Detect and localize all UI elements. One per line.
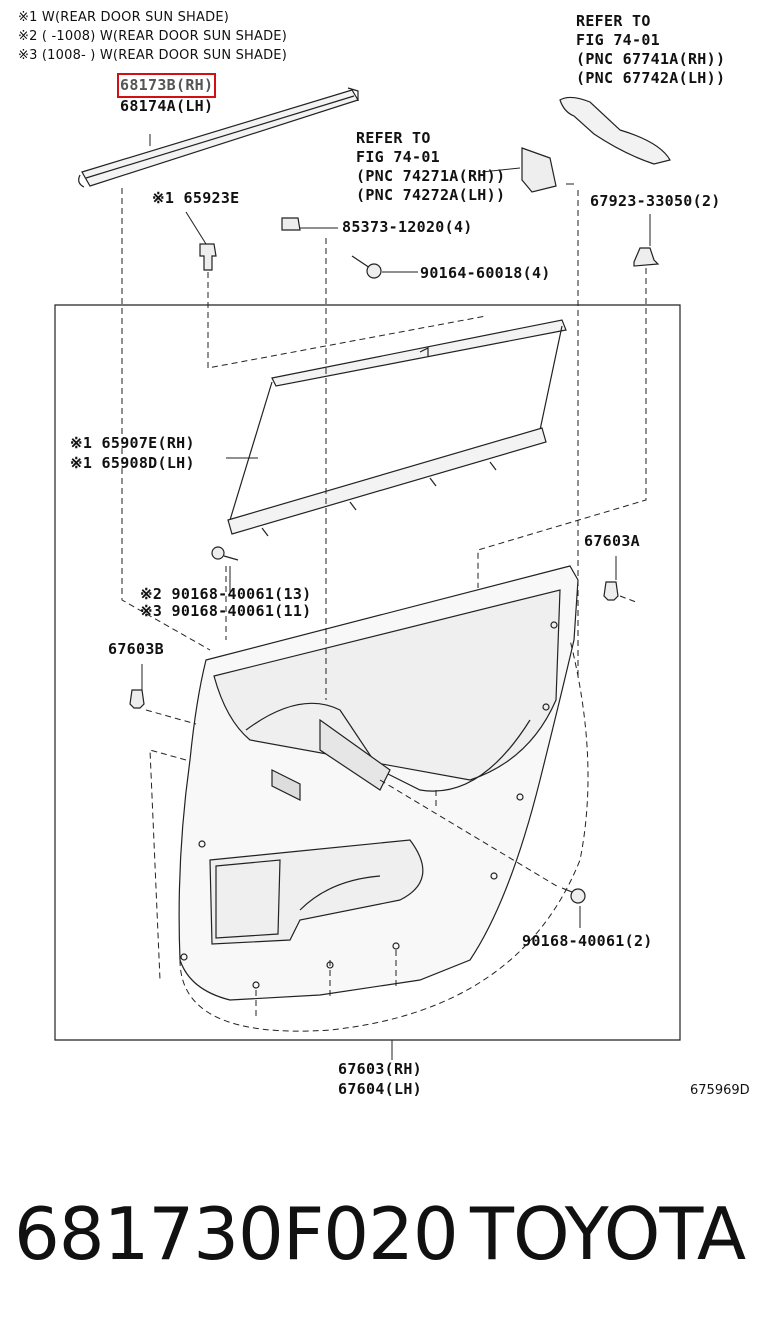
- refer-mid-1: REFER TO: [356, 129, 431, 147]
- part-67603[interactable]: 67603(RH): [338, 1060, 422, 1078]
- refer-right-2: FIG 74-01: [576, 31, 660, 49]
- refer-right-4[interactable]: (PNC 67742A(LH)): [576, 69, 726, 87]
- part-90164[interactable]: 90164-60018(4): [420, 264, 551, 282]
- bezel-67741a: [559, 96, 671, 165]
- sun-shade: [271, 319, 567, 387]
- part-68174a[interactable]: 68174A(LH): [120, 97, 214, 115]
- part-number-title: 681730F020: [14, 1192, 459, 1276]
- refer-right-1: REFER TO: [576, 12, 651, 30]
- part-90168-13[interactable]: ※2 90168-40061(13): [140, 585, 312, 603]
- refer-mid-2: FIG 74-01: [356, 148, 440, 166]
- part-68173b-highlighted[interactable]: 68173B(RH): [116, 73, 217, 98]
- part-67603a[interactable]: 67603A: [584, 532, 640, 550]
- part-65907e[interactable]: ※1 65907E(RH): [70, 434, 195, 452]
- refer-mid-4[interactable]: (PNC 74272A(LH)): [356, 186, 506, 204]
- part-67604[interactable]: 67604(LH): [338, 1080, 422, 1098]
- bracket-74271a: [521, 147, 557, 193]
- brand-title: TOYOTA: [470, 1192, 746, 1276]
- part-67923[interactable]: 67923-33050(2): [590, 192, 721, 210]
- panel-frame: [54, 304, 681, 1041]
- part-65923e[interactable]: ※1 65923E: [152, 189, 240, 207]
- screw-90164: [351, 255, 371, 269]
- part-65908d[interactable]: ※1 65908D(LH): [70, 454, 195, 472]
- figure-code: 675969D: [690, 1083, 750, 1098]
- clip-85373: [281, 217, 301, 231]
- part-90168-11[interactable]: ※3 90168-40061(11): [140, 602, 312, 620]
- note-3: ※3 (1008- ) W(REAR DOOR SUN SHADE): [18, 48, 287, 63]
- part-67603b[interactable]: 67603B: [108, 640, 164, 658]
- part-90168-2[interactable]: 90168-40061(2): [522, 932, 653, 950]
- refer-right-3[interactable]: (PNC 67741A(RH)): [576, 50, 726, 68]
- part-85373[interactable]: 85373-12020(4): [342, 218, 473, 236]
- refer-mid-3[interactable]: (PNC 74271A(RH)): [356, 167, 506, 185]
- clip-67603b: [129, 689, 145, 709]
- clip-65923e: [199, 243, 217, 271]
- clip-67923: [633, 247, 660, 267]
- clip-67603a: [603, 581, 619, 601]
- note-2: ※2 ( -1008) W(REAR DOOR SUN SHADE): [18, 29, 287, 44]
- note-1: ※1 W(REAR DOOR SUN SHADE): [18, 10, 230, 25]
